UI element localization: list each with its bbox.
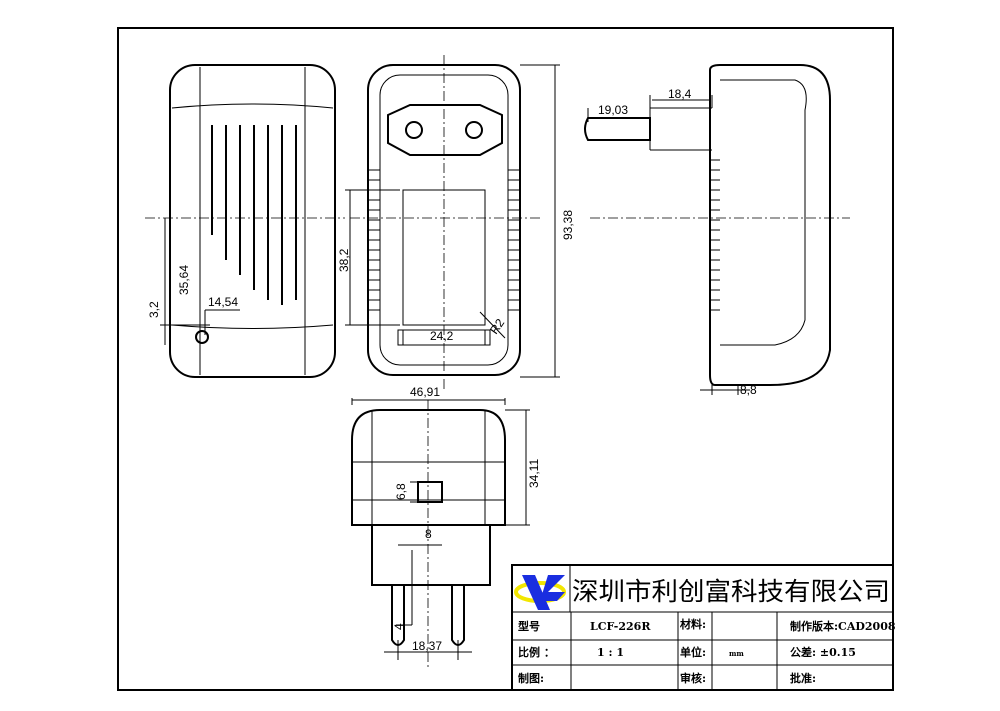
model-label: 型号: [518, 619, 540, 633]
company-logo: [514, 575, 566, 610]
model-value: LCF-226R: [590, 620, 651, 633]
dim-front-35-64: 35,64: [177, 265, 191, 295]
front-view: 3,2 35,64 14,54: [145, 64, 345, 378]
dim-bottom-46-91: 46,91: [410, 385, 440, 399]
side-view: 19,03 18,4 8,8: [584, 64, 850, 397]
unit-value: mm: [729, 649, 744, 658]
dim-bottom-18-37: 18,37: [412, 639, 442, 653]
dim-back-93-38: 93,38: [561, 210, 575, 240]
drawn-label: 制图:: [518, 671, 544, 685]
review-label: 审核:: [680, 671, 706, 685]
bottom-view: 46,91 34,11 6,8 8 4 18,37: [351, 385, 541, 670]
scale-label: 比例 ：: [518, 645, 555, 659]
material-label: 材料:: [680, 617, 706, 631]
dim-bottom-6-8: 6,8: [394, 483, 408, 500]
unit-label: 单位:: [680, 645, 706, 659]
version-label: 制作版本:CAD2008: [790, 619, 896, 633]
back-view: 38,2 24,2 R2 93,38: [337, 55, 575, 390]
dim-back-38-2: 38,2: [337, 248, 351, 272]
company-name: 深圳市利创富科技有限公司: [572, 577, 890, 606]
tolerance-label: 公差: ±0.15: [790, 645, 856, 659]
dim-bottom-4: 4: [392, 623, 406, 630]
dim-front-14-54: 14,54: [208, 295, 238, 309]
dim-side-18-4: 18,4: [668, 87, 692, 101]
dim-bottom-34-11: 34,11: [527, 459, 541, 488]
dim-back-24-2: 24,2: [430, 329, 454, 343]
dim-side-8-8: 8,8: [740, 383, 757, 397]
scale-value: 1 : 1: [597, 646, 624, 659]
dim-bottom-8: 8: [425, 527, 432, 541]
dim-side-19-03: 19,03: [598, 103, 628, 117]
approve-label: 批准:: [790, 671, 816, 685]
title-block: 深圳市利创富科技有限公司 型号 LCF-226R 材料: 制作版本:CAD200…: [511, 564, 896, 691]
drawing-frame: [117, 27, 894, 691]
dim-front-3-2: 3,2: [147, 301, 161, 318]
